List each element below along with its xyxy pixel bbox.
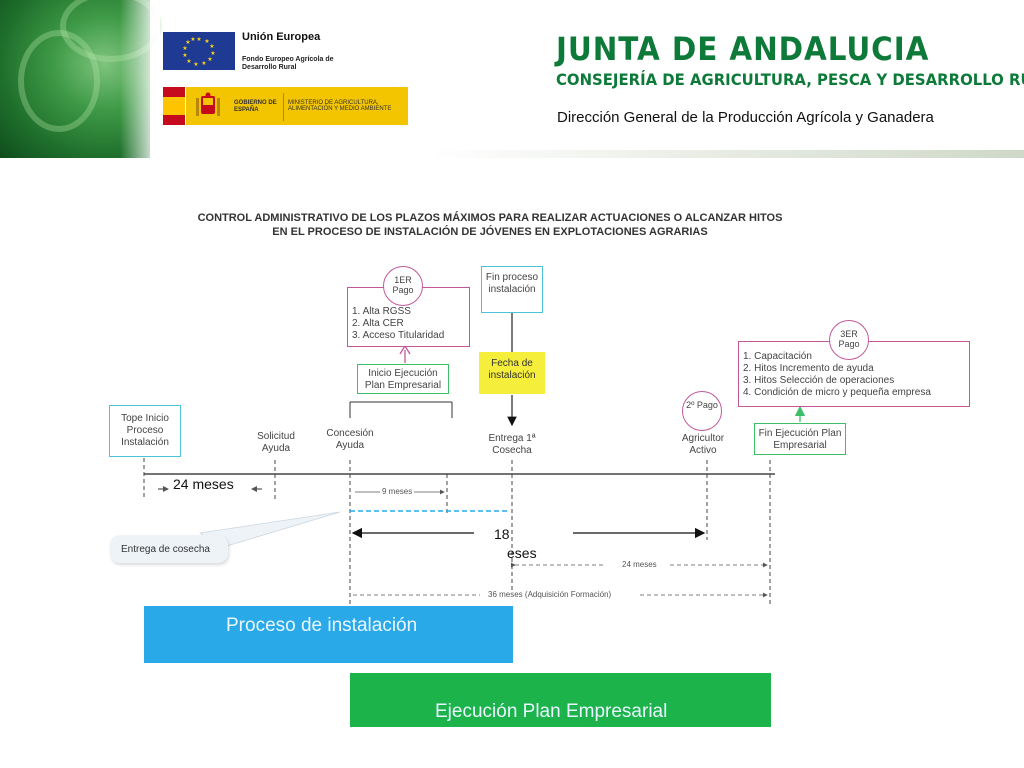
proceso-instalacion-bar: Proceso de instalación — [144, 606, 513, 663]
pago3-item: 3. Hitos Selección de operaciones — [743, 375, 895, 386]
meses-24-right: 24 meses — [620, 560, 659, 569]
ministry-logo-box — [186, 87, 408, 125]
svg-text:★: ★ — [193, 61, 198, 68]
fin-proceso-label: Fin proceso instalación — [485, 272, 539, 295]
tope-inicio-box: Tope Inicio Proceso Instalación — [109, 405, 181, 457]
eu-title: Unión Europea — [242, 31, 321, 43]
ministry-divider — [283, 93, 284, 121]
pago2-title: 2º Pago — [686, 400, 718, 410]
pago1-item: 1. Alta RGSS — [352, 306, 411, 317]
photo-fade — [120, 0, 160, 158]
ejecucion-plan-bar: Ejecución Plan Empresarial — [350, 673, 771, 727]
direccion-general: Dirección General de la Producción Agríc… — [557, 109, 934, 126]
diagram-title: CONTROL ADMINISTRATIVO DE LOS PLAZOS MÁX… — [160, 211, 820, 239]
entrega-label: Entrega 1ª Cosecha — [488, 433, 536, 456]
pago3-title: 3ER Pago — [838, 329, 860, 349]
svg-text:★: ★ — [204, 38, 209, 45]
pago2-circle: 2º Pago — [682, 391, 722, 431]
svg-text:★: ★ — [201, 60, 206, 67]
pago1-circle: 1ER Pago — [383, 266, 423, 306]
pago3-item: 1. Capacitación — [743, 351, 812, 362]
fin-proceso-box: Fin proceso instalación — [481, 266, 543, 313]
svg-text:★: ★ — [196, 36, 201, 43]
svg-text:★: ★ — [190, 36, 195, 43]
eu-flag-logo: ★★★ ★★★ ★★★ ★★★ — [163, 32, 235, 70]
ejecucion-plan-label: Ejecución Plan Empresarial — [435, 701, 668, 722]
diagram-title-line1: CONTROL ADMINISTRATIVO DE LOS PLAZOS MÁX… — [197, 212, 783, 224]
pago1-title: 1ER Pago — [392, 275, 414, 295]
fecha-instalacion-label: Fecha de instalación — [488, 358, 536, 381]
svg-text:★: ★ — [182, 52, 187, 59]
svg-text:★: ★ — [185, 39, 190, 46]
pago1-item: 3. Acceso Titularidad — [352, 330, 445, 341]
agricultor-label: Agricultor Activo — [681, 433, 725, 456]
spain-flag — [163, 87, 185, 125]
meses-18-text: eses — [507, 545, 537, 561]
fecha-instalacion-box: Fecha de instalación — [479, 352, 545, 394]
svg-text:★: ★ — [209, 43, 214, 50]
consejeria-title: CONSEJERÍA DE AGRICULTURA, PESCA Y DESAR… — [556, 70, 1024, 89]
fin-ejecucion-label: Fin Ejecución Plan Empresarial — [758, 428, 842, 451]
meses-36: 36 meses (Adquisición Formación) — [486, 590, 614, 599]
pago3-item: 4. Condición de micro y pequeña empresa — [743, 387, 931, 398]
spain-crest-icon — [193, 92, 223, 120]
tope-inicio-label: Tope Inicio Proceso Instalación — [121, 413, 169, 448]
pago1-item: 2. Alta CER — [352, 318, 404, 329]
svg-text:★: ★ — [207, 56, 212, 63]
proceso-instalacion-label: Proceso de instalación — [226, 615, 418, 636]
pago3-circle: 3ER Pago — [829, 320, 869, 360]
solicitud-label: Solicitud Ayuda — [257, 431, 295, 454]
pago1-list: 1. Alta RGSS 2. Alta CER 3. Acceso Titul… — [352, 306, 470, 342]
ministerio-label: MINISTERIO DE AGRICULTURA, ALIMENTACIÓN … — [288, 100, 392, 112]
meses-24-left: 24 meses — [171, 476, 236, 492]
pago3-list: 1. Capacitación 2. Hitos Incremento de a… — [743, 351, 969, 399]
inicio-ejecucion-label: Inicio Ejecución Plan Empresarial — [364, 368, 442, 391]
meses-18-number: 18 — [494, 526, 510, 542]
svg-text:★: ★ — [182, 45, 187, 52]
header-band — [430, 150, 1024, 158]
inicio-ejecucion-box: Inicio Ejecución Plan Empresarial — [357, 364, 449, 394]
svg-text:★: ★ — [186, 58, 191, 65]
meses-9: 9 meses — [380, 487, 415, 496]
eu-subtitle: Fondo Europeo Agrícola de Desarrollo Rur… — [242, 56, 334, 71]
junta-title: JUNTA DE ANDALUCIA — [556, 30, 930, 68]
pago3-item: 2. Hitos Incremento de ayuda — [743, 363, 874, 374]
fin-ejecucion-box: Fin Ejecución Plan Empresarial — [754, 423, 846, 455]
callout-entrega-label: Entrega de cosecha — [121, 544, 210, 555]
diagram-title-line2: EN EL PROCESO DE INSTALACIÓN DE JÓVENES … — [272, 226, 708, 238]
svg-text:★: ★ — [210, 50, 215, 57]
concesion-label: Concesión Ayuda — [326, 428, 374, 451]
callout-entrega: Entrega de cosecha — [110, 535, 228, 563]
gobierno-label: GOBIERNO DE ESPAÑA — [234, 100, 277, 113]
